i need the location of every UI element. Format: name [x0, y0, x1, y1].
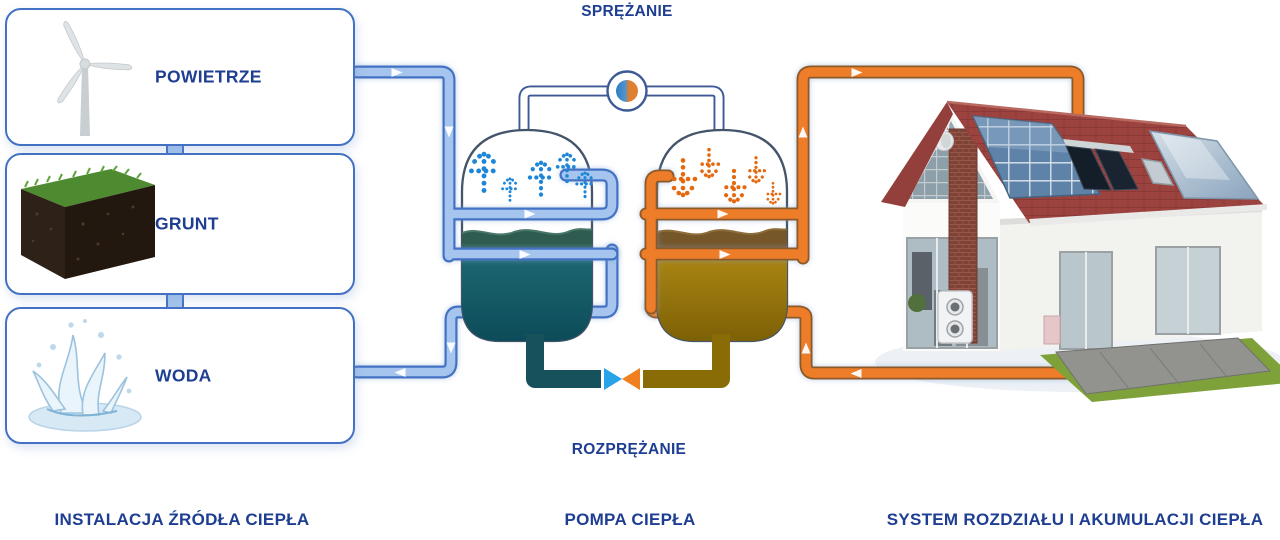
heating-supply-pipe	[639, 65, 1085, 315]
wind-turbine-icon	[57, 21, 133, 136]
compressor-ball-icon	[606, 70, 648, 112]
solar-thermal-collector	[1063, 139, 1139, 191]
source-label-ground: GRUNT	[155, 213, 219, 234]
evaporator-tank	[460, 128, 594, 343]
house-illustration	[881, 100, 1280, 402]
garden-path	[1040, 337, 1280, 402]
source-supply-pipe	[350, 65, 619, 263]
source-label-water: WODA	[155, 365, 212, 385]
expansion-line	[526, 334, 730, 390]
skylight-window	[1140, 158, 1175, 186]
soil-block-icon	[21, 165, 155, 279]
wall-radiator	[1043, 315, 1061, 345]
source-box-water: WODA	[5, 307, 355, 444]
water-splash-icon	[28, 319, 142, 432]
heat-pump-outdoor-unit	[937, 290, 973, 344]
source-return-pipe	[350, 243, 619, 379]
refrigerant-line	[518, 85, 725, 140]
solar-pv-panel	[971, 115, 1102, 199]
caption-distribution: SYSTEM ROZDZIAŁU I AKUMULACJI CIEPŁA	[886, 510, 1264, 529]
condenser-tank	[655, 128, 789, 343]
expansion-label: ROZPRĘŻANIE	[571, 441, 687, 458]
caption-heat-source: INSTALACJA ŹRÓDŁA CIEPŁA	[54, 510, 310, 529]
source-label-air: POWIETRZE	[155, 66, 262, 87]
source-box-ground: GRUNT	[5, 153, 355, 295]
source-box-air: POWIETRZE	[5, 8, 355, 146]
compression-label: SPRĘŻANIE	[581, 3, 673, 20]
sliding-glass-door	[1059, 246, 1221, 350]
expansion-valve-icon	[604, 368, 640, 390]
caption-heat-pump: POMPA CIEPŁA	[564, 510, 696, 529]
solar-pv-panel-right	[1148, 130, 1260, 200]
